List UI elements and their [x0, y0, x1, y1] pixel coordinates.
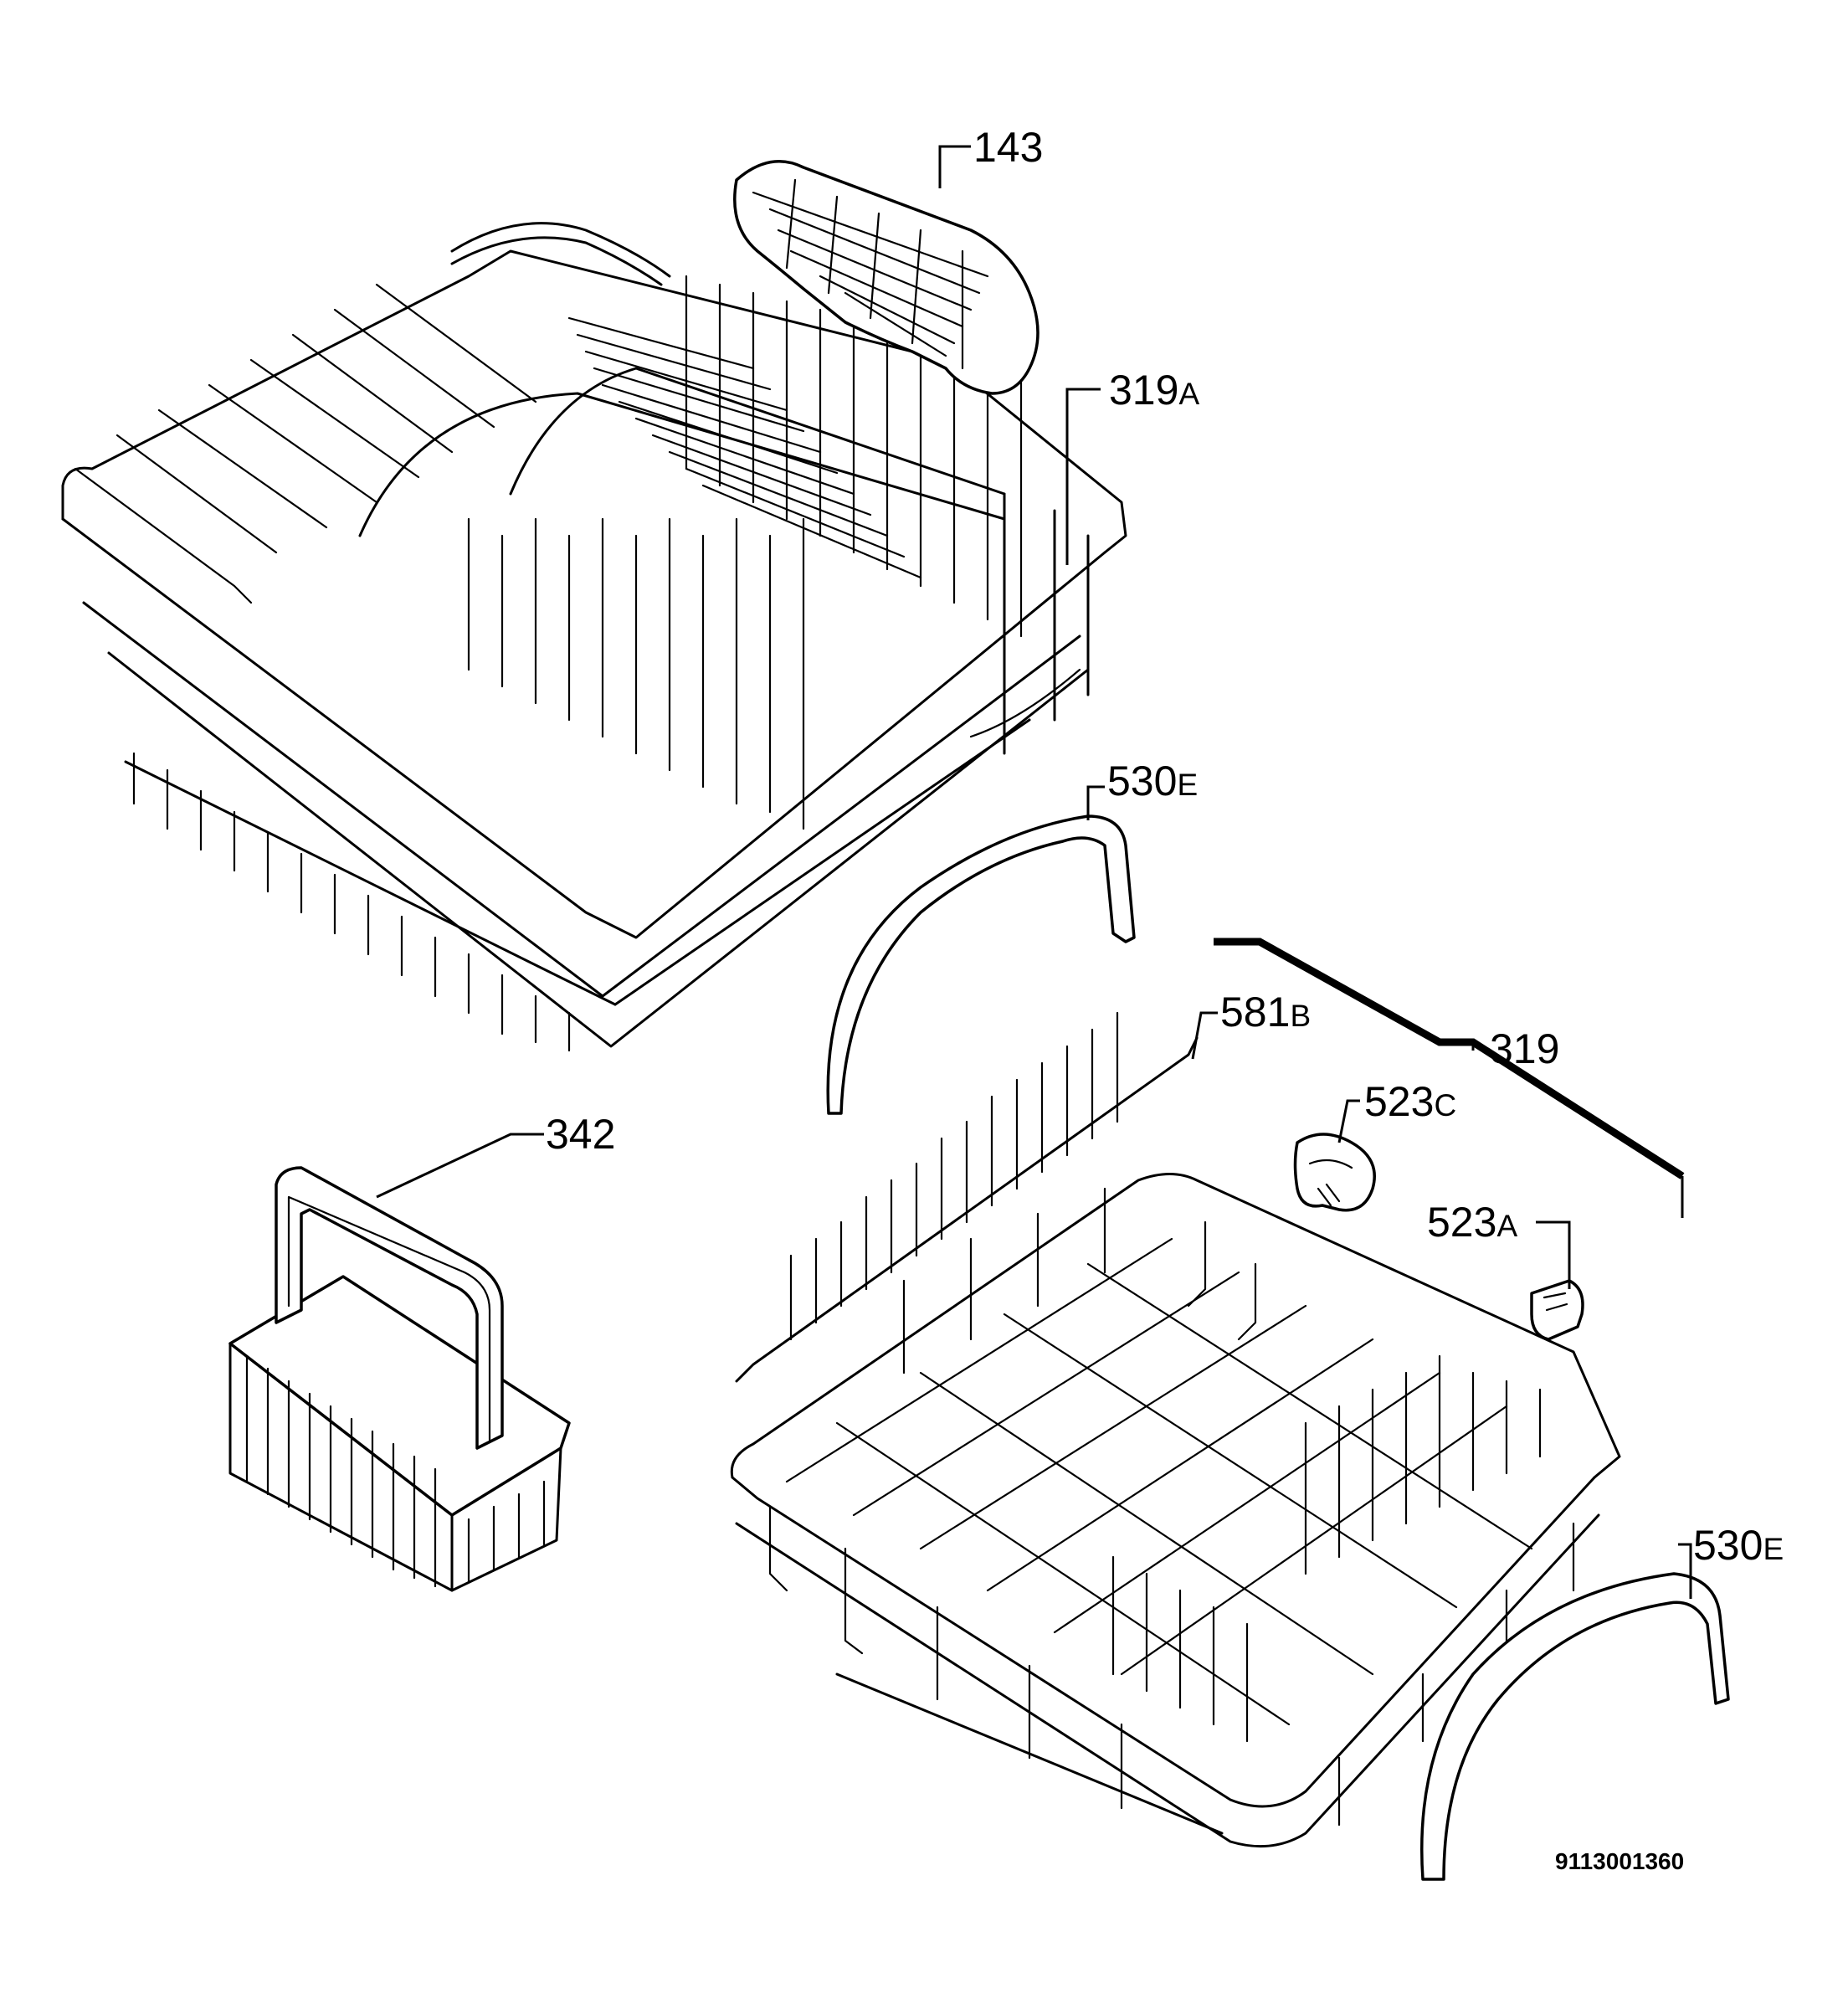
part-label-530e-lower: 530E — [1693, 1522, 1784, 1569]
cutlery-basket-drawing — [228, 1166, 571, 1592]
wheel-523c-drawing — [1293, 1133, 1376, 1212]
part-label-342: 342 — [546, 1111, 615, 1158]
part-label-581b: 581B — [1220, 989, 1311, 1035]
part-label-143: 143 — [973, 124, 1043, 171]
wheel-523a-drawing — [1530, 1279, 1584, 1341]
runner-530e-upper-drawing — [826, 814, 1136, 1115]
upper-basket-drawing — [61, 222, 1127, 1052]
leader-lines — [376, 145, 1692, 1599]
drawing-code: 9113001360 — [1555, 1848, 1684, 1874]
lower-basket-drawing — [730, 1173, 1621, 1848]
part-label-319a: 319A — [1109, 367, 1199, 414]
runner-530e-lower-drawing — [1420, 1572, 1730, 1881]
folding-tines-drawing — [735, 1011, 1199, 1383]
water-guide-drawing — [733, 160, 1040, 395]
part-label-530e-upper: 530E — [1107, 758, 1198, 804]
part-label-523c: 523C — [1364, 1078, 1456, 1125]
part-label-523a: 523A — [1427, 1199, 1517, 1246]
part-label-319: 319 — [1490, 1025, 1559, 1072]
